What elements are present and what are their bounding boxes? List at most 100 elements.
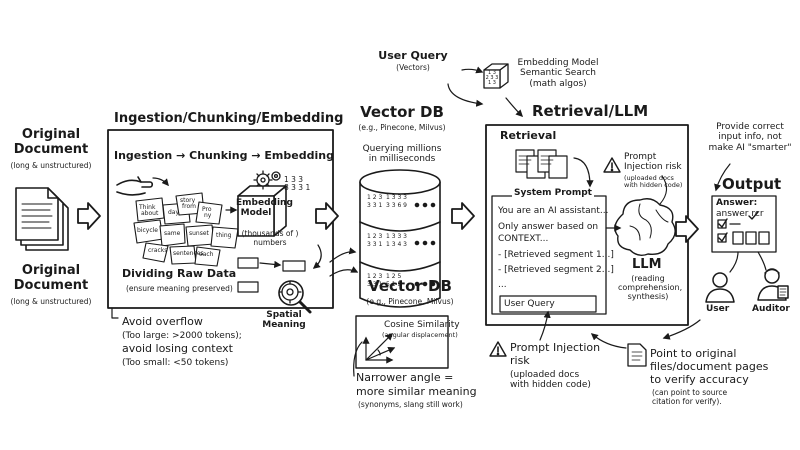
chunk-word: Think xyxy=(139,204,156,211)
chunk-word: thing xyxy=(216,232,232,239)
chunk-word: story xyxy=(180,197,196,204)
narrow-line3: (synonyms, slang still work) xyxy=(358,400,463,409)
vector-db-sub: (e.g., Pinecone, Milvus) xyxy=(358,123,446,132)
disk-number: 1 3 4 3 xyxy=(386,241,407,248)
embedding-semantic-search: Embedding Model Semantic Search (math al… xyxy=(517,58,599,89)
original-document-sub-bottom: (long & unstructured) xyxy=(10,297,92,306)
point-line2: files/document pages xyxy=(650,360,769,373)
prompt-line: You are an AI assistant... xyxy=(498,206,609,216)
spatial-meaning: Spatial Meaning xyxy=(262,310,306,331)
cosine-box xyxy=(355,315,449,369)
answer-line1: Answer: xyxy=(716,198,758,208)
ingestion-flow: Ingestion → Chunking → Embedding xyxy=(114,149,334,163)
retrieval-llm-title: Retrieval/LLM xyxy=(532,102,649,120)
disk-number: 3 3 1 xyxy=(367,241,383,248)
chunk-word: same xyxy=(164,230,181,237)
answer-card-icon xyxy=(711,195,777,253)
user-query-box-label: User Query xyxy=(504,299,555,309)
overflow-line2: (Too large: >2000 tokens); xyxy=(122,331,242,341)
original-document-sub-top: (long & unstructured) xyxy=(10,161,92,170)
flow-arrow-icon: → xyxy=(251,149,261,162)
prompt-line: - [Retrieved segment 2...] xyxy=(498,265,614,275)
output-title: Output xyxy=(722,175,782,193)
document-stack-icon xyxy=(15,187,69,251)
database-icon xyxy=(359,169,441,308)
chunk-word: about xyxy=(141,210,159,217)
magnifier-icon xyxy=(278,280,312,314)
cosine-title: Cosine Similarity xyxy=(384,320,460,330)
injection-top-title: Prompt Injection risk xyxy=(624,152,682,173)
embedding-model-box-icon xyxy=(237,185,287,237)
spatial-chips xyxy=(237,257,306,293)
user-label: User xyxy=(706,304,730,314)
dividing-title: Dividing Raw Data xyxy=(122,267,237,280)
ingestion-title: Ingestion/Chunking/Embedding xyxy=(114,111,344,126)
cosine-sub: (angular displacement) xyxy=(382,331,458,339)
auditor-icon xyxy=(757,268,789,301)
narrow-line2: more similar meaning xyxy=(356,385,477,398)
system-prompt-title: System Prompt xyxy=(512,188,594,199)
user-query-title: User Query xyxy=(378,49,448,62)
vector-db-title: Vector DB xyxy=(360,103,444,121)
brain-icon xyxy=(614,198,676,257)
user-icon xyxy=(705,272,735,303)
embedding-box-numbers: 1 3 3 8 3 3 1 xyxy=(284,175,311,192)
disk-number: 3 3 6 9 xyxy=(386,202,407,209)
point-sub: (can point to source citation for verify… xyxy=(652,388,728,406)
prompt-line: CONTEXT... xyxy=(498,234,549,244)
chunk-word: cracks xyxy=(148,247,168,254)
spatial-gear-icon xyxy=(278,280,302,304)
disk-number: 1 2 3 xyxy=(367,273,383,280)
prompt-line: - [Retrieved segment 1...] xyxy=(498,250,614,260)
hand-icon xyxy=(116,176,154,196)
injection-bottom-sub: (uploaded docs with hidden code) xyxy=(510,370,591,391)
user-query-sub: (Vectors) xyxy=(396,63,430,72)
vector-db-sub-bottom: (e.g., Pinecone, Milvus) xyxy=(366,297,454,306)
embedding-sub: (thousands of ) numbers xyxy=(241,229,299,247)
chunk-word: each xyxy=(199,251,214,258)
chunk-word: sunset xyxy=(189,230,209,237)
llm-sub: (reading comprehension, synthesis) xyxy=(618,274,683,302)
warning-top-icon xyxy=(603,157,621,173)
llm-title: LLM xyxy=(632,257,662,272)
flow-embedding: Embedding xyxy=(264,149,334,162)
provide-note: Provide correct input info, not make AI … xyxy=(708,122,792,153)
narrow-line1: Narrower angle = xyxy=(356,371,454,384)
cube-numbers: 1 3 2 3 3 1 3 xyxy=(485,70,499,86)
source-doc-icon xyxy=(627,343,647,367)
disk-number: 1 3 3 3 xyxy=(386,194,407,201)
chunk-word: from xyxy=(182,203,196,210)
injection-top-sub: (uploaded docs with hidden code) xyxy=(624,174,683,190)
prompt-line: Only answer based on xyxy=(498,222,599,232)
overflow-line1: Avoid overflow xyxy=(122,315,203,328)
disk-number: 3 3 1 xyxy=(367,281,383,288)
chunk-word: day xyxy=(168,209,180,216)
injection-bottom-title: Prompt Injection risk xyxy=(510,341,601,367)
disk-number: 3 3 1 xyxy=(367,202,383,209)
arrow-ingestion-to-db xyxy=(315,202,339,230)
original-document-title-top: Original Document xyxy=(13,127,89,157)
point-line1: Point to original xyxy=(650,347,737,360)
original-document-title-bottom: Original Document xyxy=(13,263,89,293)
disk-number: 1 2 3 xyxy=(367,233,383,240)
cosine-axes xyxy=(362,332,396,364)
disk-number: 1 2 3 xyxy=(367,194,383,201)
arrow-db-to-retrieval xyxy=(451,202,475,230)
flow-arrow-icon: → xyxy=(176,149,186,162)
flow-chunking: Chunking xyxy=(189,149,248,162)
warning-bottom-icon xyxy=(489,341,507,357)
arrow-doc-to-ingestion xyxy=(77,202,101,230)
vector-db-title-bottom: Vector DB xyxy=(368,277,452,295)
arrow-llm-to-output xyxy=(675,215,699,243)
prompt-line: ... xyxy=(498,280,507,290)
chunk-word: ny xyxy=(204,212,212,219)
retrieval-label: Retrieval xyxy=(500,129,557,142)
auditor-label: Auditor xyxy=(752,304,790,314)
chunks-group xyxy=(133,192,239,267)
answer-line2: answer rcr xyxy=(716,209,764,219)
overflow-line3: avoid losing context xyxy=(122,342,233,355)
embedding-model-label: Embedding Model xyxy=(236,198,293,219)
gear-icon xyxy=(253,170,281,190)
